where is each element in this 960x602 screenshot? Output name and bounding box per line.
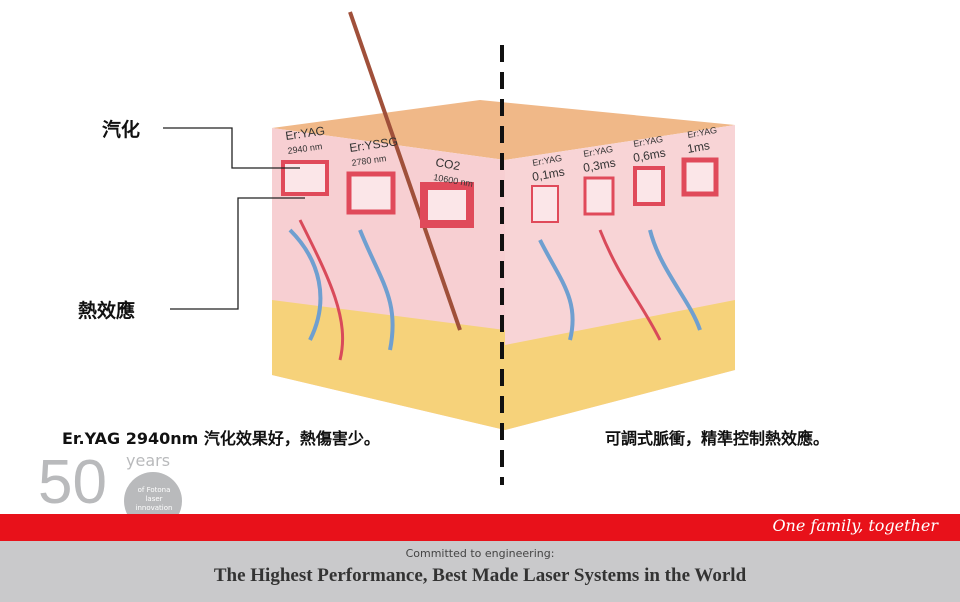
laser-wavelength: 2940 nm: [287, 141, 323, 156]
logo-word: years: [126, 451, 171, 470]
laser-name: CO2: [434, 155, 461, 173]
hair: [348, 11, 462, 331]
arteries: [298, 219, 662, 361]
logo-number: 50: [38, 448, 107, 517]
pulse-duration: 0,3ms: [582, 155, 617, 174]
crater-0-3ms: [583, 176, 615, 216]
pulse-duration: 1ms: [686, 138, 711, 156]
crater-1ms: [681, 157, 719, 197]
logo-sub: of Fotona laser innovation: [135, 486, 173, 512]
tagline: The Highest Performance, Best Made Laser…: [213, 565, 747, 586]
crater-eryssg: [346, 171, 396, 215]
right-caption: 可調式脈衝，精準控制熱效應。: [605, 429, 830, 448]
thermal-effect-label: 熱效應: [78, 300, 136, 322]
left-fat-layer: [272, 300, 505, 430]
committed-text: Committed to engineering:: [405, 547, 555, 560]
laser-name: Er:YSSG: [348, 134, 398, 155]
right-fat-layer: [505, 300, 735, 430]
laser-name: Er:YAG: [284, 124, 325, 143]
crater-co2: [420, 182, 474, 228]
pulse-duration: 0,6ms: [632, 145, 667, 164]
footer-gray-bar: [0, 541, 960, 602]
thermal-leader-line: [170, 197, 305, 310]
slogan: One family, together: [772, 516, 938, 535]
skin-layer-diagram: Er:YAG 2940 nm Er:YSSG 2780 nm CO2 10600…: [163, 11, 735, 485]
vaporization-label: 汽化: [102, 119, 141, 141]
footer-red-bar: [0, 514, 960, 541]
left-caption: Er.YAG 2940nm 汽化效果好，熱傷害少。: [62, 429, 380, 448]
vaporization-leader-line: [163, 127, 300, 169]
pulse-duration: 0,1ms: [531, 164, 566, 183]
veins: [288, 228, 702, 351]
laser-wavelength: 2780 nm: [351, 153, 387, 168]
crater-0-1ms: [531, 185, 559, 223]
crater-eryag: [281, 160, 329, 196]
crater-0-6ms: [633, 166, 665, 206]
